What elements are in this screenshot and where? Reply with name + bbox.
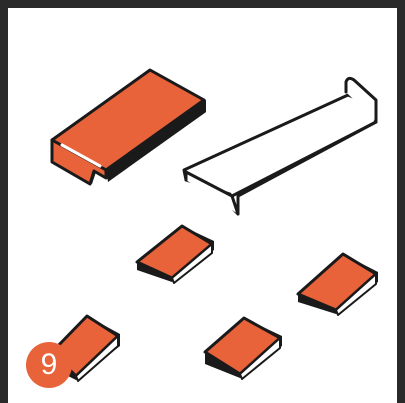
step-number: 9 <box>40 348 58 381</box>
spacer-wedge-icon <box>203 316 282 380</box>
pull-bar-icon <box>182 76 378 216</box>
tapping-block-icon <box>50 68 206 186</box>
spacer-wedge-icon <box>135 224 214 284</box>
spacer-wedge-icon <box>296 252 378 316</box>
step-number-badge: 9 <box>26 342 72 388</box>
